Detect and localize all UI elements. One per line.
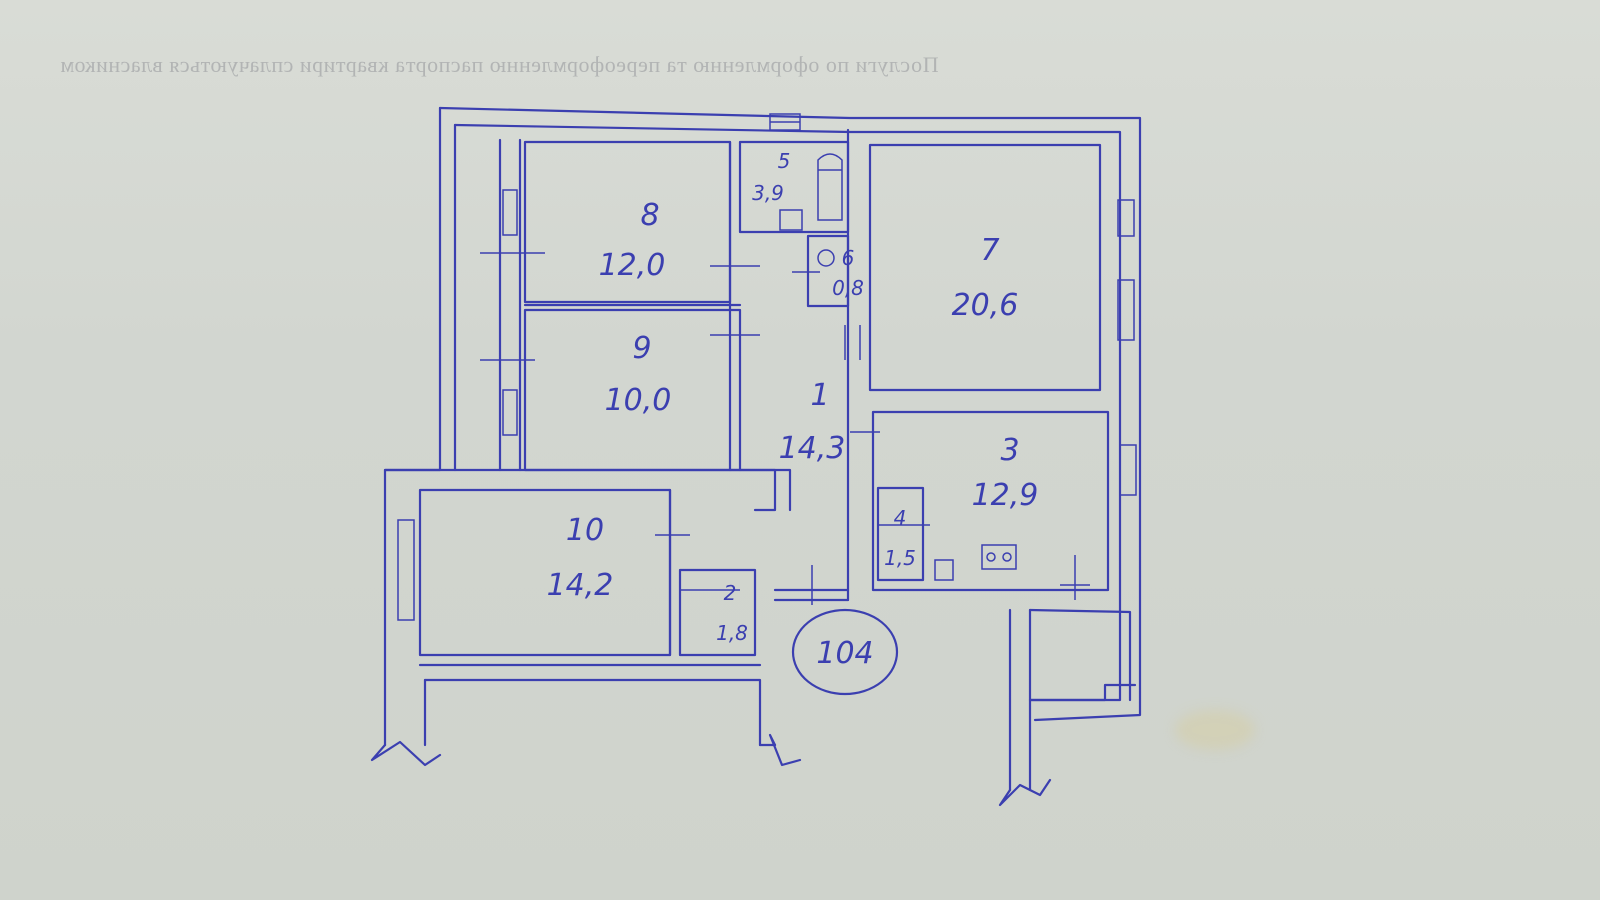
room-7-number: 7 xyxy=(980,233,999,268)
room-8-area: 12,0 xyxy=(599,248,666,283)
room-5-number: 5 xyxy=(778,149,791,173)
apartment-number: 104 xyxy=(816,636,873,671)
room-10-number: 10 xyxy=(566,513,604,548)
apartment-number-badge: 104 xyxy=(791,608,899,696)
paper-stain xyxy=(1175,710,1255,750)
window-top xyxy=(769,113,801,131)
room-4-number: 4 xyxy=(894,506,907,530)
left-inner-wall xyxy=(480,138,545,472)
room-1-number: 1 xyxy=(810,378,829,413)
room-3 xyxy=(871,410,1137,600)
room-4 xyxy=(876,486,925,582)
room-6-number: 6 xyxy=(842,246,855,270)
room-4-area: 1,5 xyxy=(884,546,916,570)
room-9-area: 10,0 xyxy=(605,383,672,418)
room-7 xyxy=(868,143,1135,392)
room-8-number: 8 xyxy=(640,198,659,233)
room-7-area: 20,6 xyxy=(952,288,1019,323)
room-labels: 8 12,0 9 10,0 5 3,9 6 0,8 7 20,6 1 14,3 … xyxy=(547,149,1039,645)
room-5-area: 3,9 xyxy=(752,181,784,205)
room-9-number: 9 xyxy=(632,331,651,366)
room-2-area: 1,8 xyxy=(716,621,748,645)
room-6-area: 0,8 xyxy=(832,276,864,300)
room-3-number: 3 xyxy=(1000,433,1019,468)
room-10 xyxy=(383,468,792,657)
room-10-area: 14,2 xyxy=(547,568,614,603)
room-3-area: 12,9 xyxy=(972,478,1039,513)
room-1-area: 14,3 xyxy=(779,431,846,466)
room-2 xyxy=(418,568,762,667)
room-2-number: 2 xyxy=(724,581,737,605)
outer-walls xyxy=(370,106,1142,807)
room-1 xyxy=(738,128,880,605)
